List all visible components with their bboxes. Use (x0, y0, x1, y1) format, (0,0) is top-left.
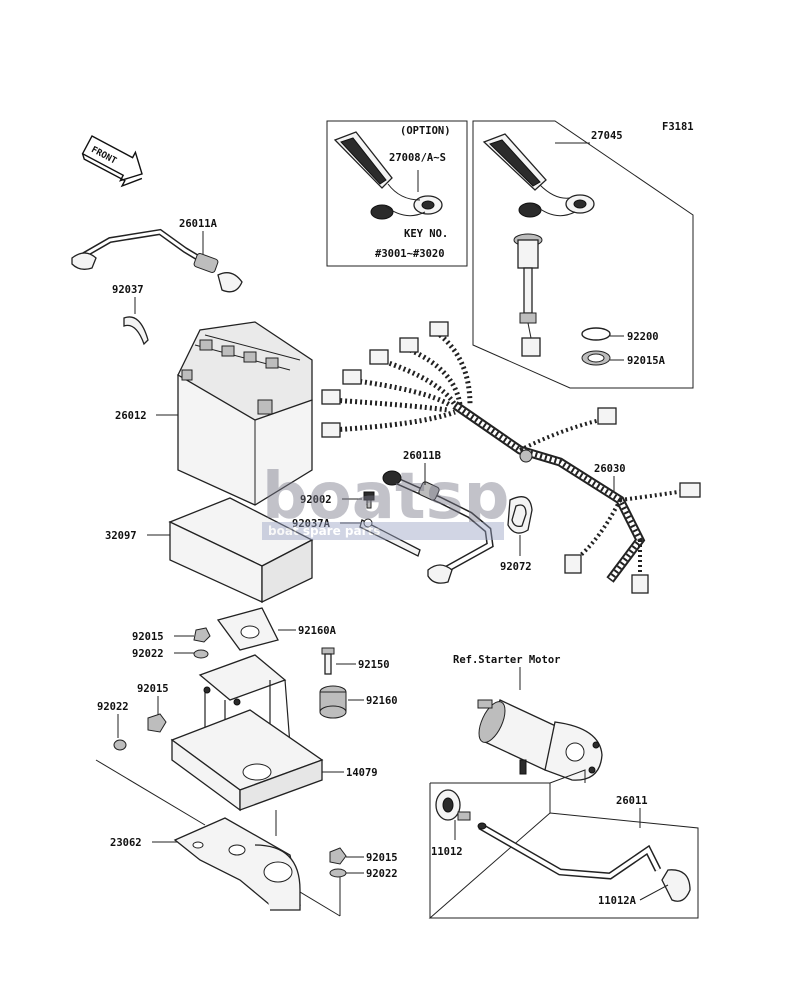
part-label-92200: 92200 (627, 331, 659, 343)
part-label-92015-a: 92015 (132, 631, 164, 643)
option-part-label: 27008/A~S (389, 152, 446, 164)
ignition-key-icon (482, 133, 595, 218)
part-label-92037: 92037 (112, 284, 144, 296)
key-no-label: KEY NO. (404, 228, 448, 240)
part-label-23062: 23062 (110, 837, 142, 849)
part-label-11012: 11012 (431, 846, 463, 858)
strap-92037-icon (123, 316, 149, 346)
watermark-logo: boatsp boat spare parts (262, 460, 509, 540)
washer-92200-icon (581, 327, 611, 341)
part-label-26012: 26012 (115, 410, 147, 422)
part-label-92002: 92002 (300, 494, 332, 506)
clamp-92072-icon (507, 496, 533, 534)
part-label-92160A: 92160A (298, 625, 337, 637)
part-label-27045: 27045 (591, 130, 623, 142)
starter-cable-box (428, 769, 699, 919)
part-label-26030: 26030 (594, 463, 626, 475)
watermark-main: boatsp (262, 460, 509, 534)
part-label-92015-b: 92015 (137, 683, 169, 695)
part-label-26011: 26011 (616, 795, 648, 807)
option-box: (OPTION) 27008/A~S KEY NO. #3001~#3020 (326, 120, 468, 267)
part-label-92022-a: 92022 (132, 648, 164, 660)
base-bracket-23062 (173, 817, 301, 911)
part-label-26011B: 26011B (403, 450, 441, 462)
washer-92022-a-icon (193, 649, 209, 659)
battery-cable-26011B (382, 470, 494, 584)
starter-motor-icon (477, 699, 603, 781)
part-label-26011A: 26011A (179, 218, 218, 230)
part-label-92150: 92150 (358, 659, 390, 671)
part-label-92015A: 92015A (627, 355, 666, 367)
nut-92015-b-icon (147, 713, 167, 733)
diagram-id: F3181 (662, 121, 694, 133)
washer-92022-c-icon (329, 868, 347, 878)
key-range-label: #3001~#3020 (375, 248, 445, 260)
part-label-92037A: 92037A (292, 518, 331, 530)
ignition-switch-icon (513, 233, 543, 357)
part-label-92022-c: 92022 (366, 868, 398, 880)
nut-92015-c-icon (329, 847, 347, 865)
part-label-11012A: 11012A (598, 895, 637, 907)
part-label-32097: 32097 (105, 530, 137, 542)
nut-92015-a-icon (193, 627, 211, 643)
battery-cable-26011A: 26011A (71, 218, 243, 293)
part-label-92022-b: 92022 (97, 701, 129, 713)
battery-tray-32097 (168, 497, 314, 604)
part-label-92160: 92160 (366, 695, 398, 707)
front-arrow-icon: FRONT (81, 135, 143, 188)
battery-bracket-14079 (170, 654, 324, 812)
wiring-harness-26030 (321, 321, 701, 594)
part-label-14079: 14079 (346, 767, 378, 779)
bolt-92002-icon (363, 491, 375, 509)
cap-11012A-icon (661, 869, 691, 902)
option-title: (OPTION) (400, 125, 451, 137)
washer-92022-b-icon (113, 739, 127, 751)
battery-26012 (177, 321, 313, 506)
part-label-92015-c: 92015 (366, 852, 398, 864)
bolt-92150-icon (321, 647, 335, 675)
part-label-92072: 92072 (500, 561, 532, 573)
starter-ref-label: Ref.Starter Motor (453, 654, 560, 666)
strap-92037A-icon (359, 519, 421, 557)
damper-92160-icon (319, 685, 347, 719)
ignition-switch-box: 27045 92200 92015A (472, 120, 694, 389)
option-key-icon (333, 131, 443, 220)
watermark-sub: boat spare parts (268, 524, 380, 538)
